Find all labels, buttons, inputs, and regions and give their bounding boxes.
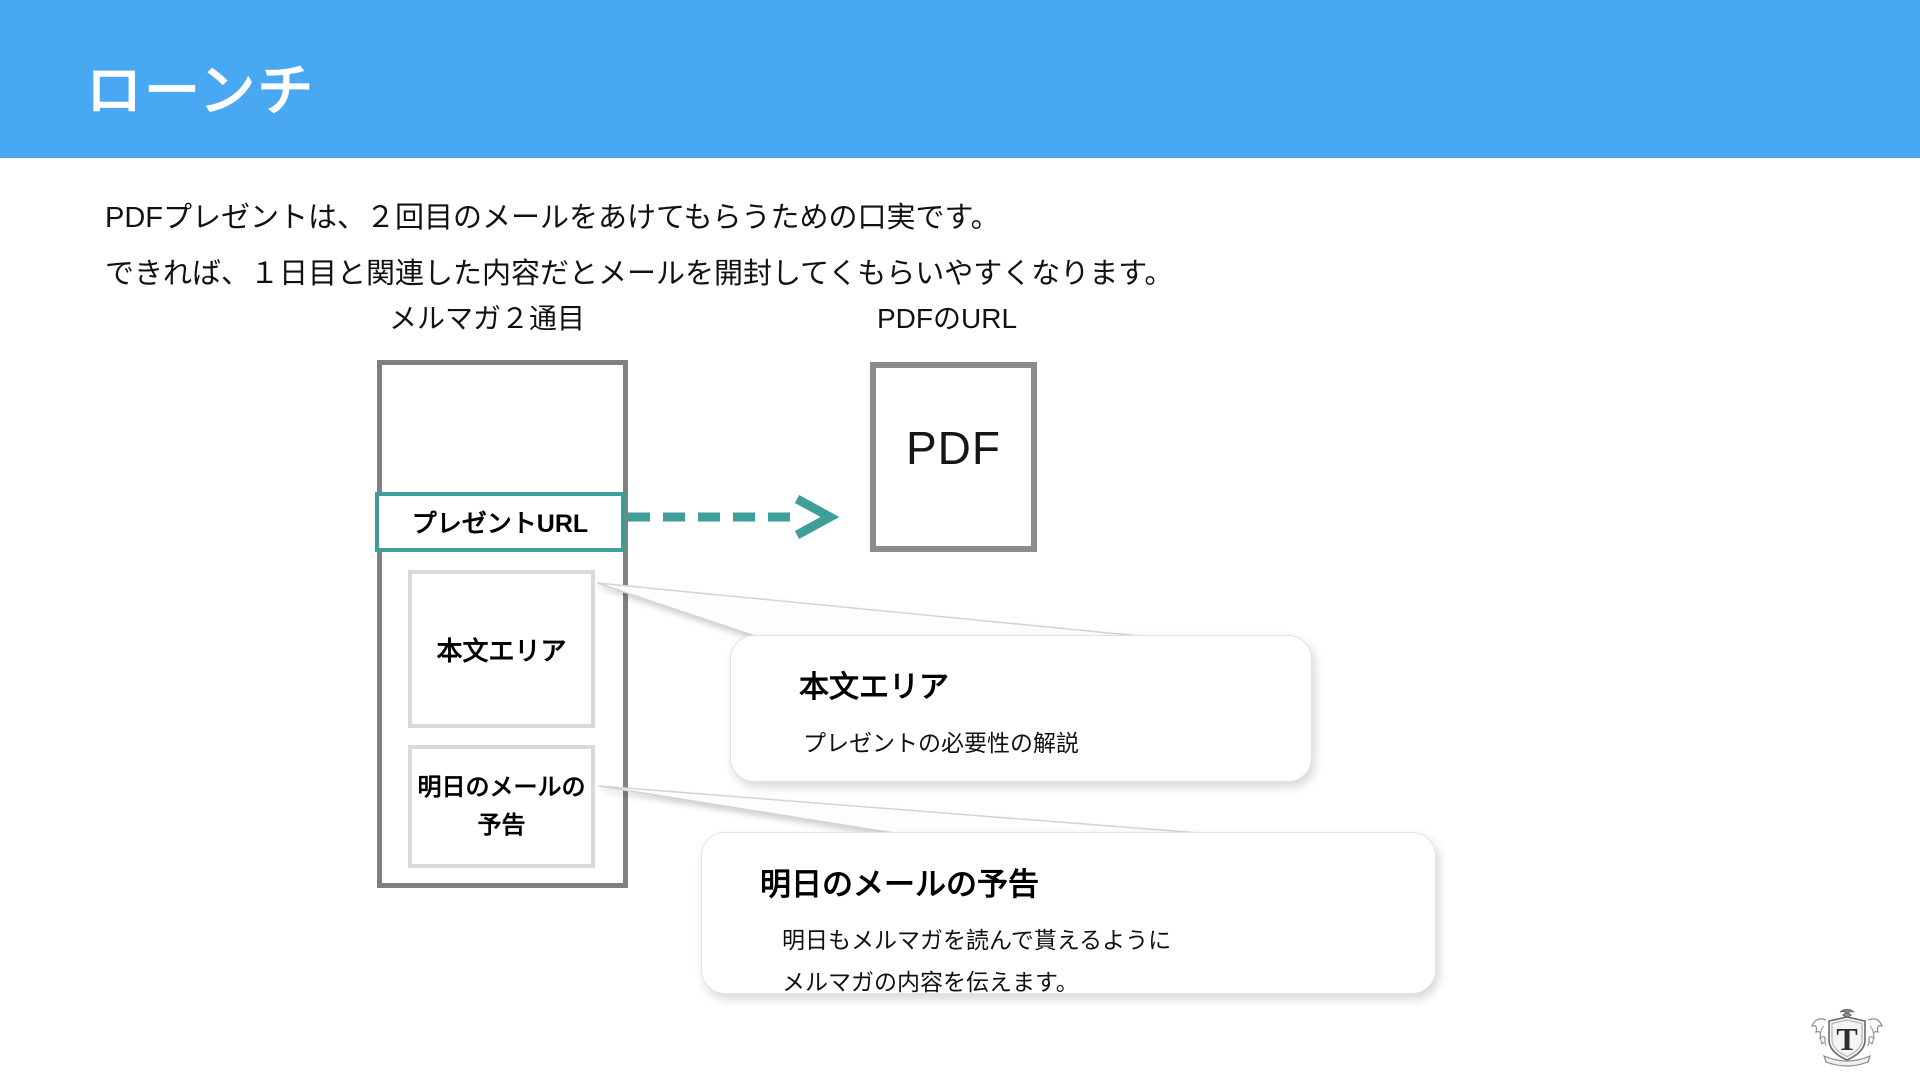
crest-logo: T [1810, 1008, 1884, 1067]
body-area-box: 本文エリア [408, 570, 595, 728]
tomorrow-preview-line2: 予告 [477, 811, 526, 839]
callout-pointer-body-area [596, 582, 1151, 638]
callout-body-area-text: プレゼントの必要性の解説 [803, 730, 1079, 756]
intro-line-1: PDFプレゼントは、２回目のメールをあけてもらうための口実です。 [105, 202, 1000, 234]
header-band: ローンチ [0, 0, 1920, 158]
pdf-box: PDF [870, 362, 1037, 552]
callout-tomorrow-text-1: 明日もメルマガを読んで貰えるように [782, 927, 1172, 953]
present-url-label: プレゼントURL [411, 510, 589, 538]
tomorrow-preview-label: 明日のメールの 予告 [418, 769, 586, 843]
label-mailmag-2nd: メルマガ２通目 [388, 303, 585, 334]
callout-body-area: 本文エリア プレゼントの必要性の解説 [730, 635, 1312, 782]
present-url-box: プレゼントURL [375, 492, 625, 552]
body-area-label: 本文エリア [436, 635, 567, 666]
callout-tomorrow: 明日のメールの予告 明日もメルマガを読んで貰えるように メルマガの内容を伝えます… [701, 832, 1436, 995]
crest-letter: T [1836, 1021, 1857, 1057]
callout-pointer-tomorrow [598, 785, 1213, 835]
arrow-head-icon [794, 495, 840, 539]
dashed-arrow [628, 495, 840, 539]
callout-body-area-title: 本文エリア [799, 671, 949, 704]
pdf-label: PDF [906, 422, 1001, 474]
tomorrow-preview-box: 明日のメールの 予告 [408, 745, 595, 868]
slide-title: ローンチ [86, 59, 316, 122]
tomorrow-preview-line1: 明日のメールの [417, 774, 586, 802]
label-pdf-url: PDFのURL [877, 303, 1018, 334]
callout-tomorrow-title: 明日のメールの予告 [760, 867, 1039, 902]
intro-line-2: できれば、１日目と関連した内容だとメールを開封してくもらいやすくなります。 [105, 258, 1174, 290]
callout-tomorrow-text-2: メルマガの内容を伝えます。 [782, 969, 1079, 995]
